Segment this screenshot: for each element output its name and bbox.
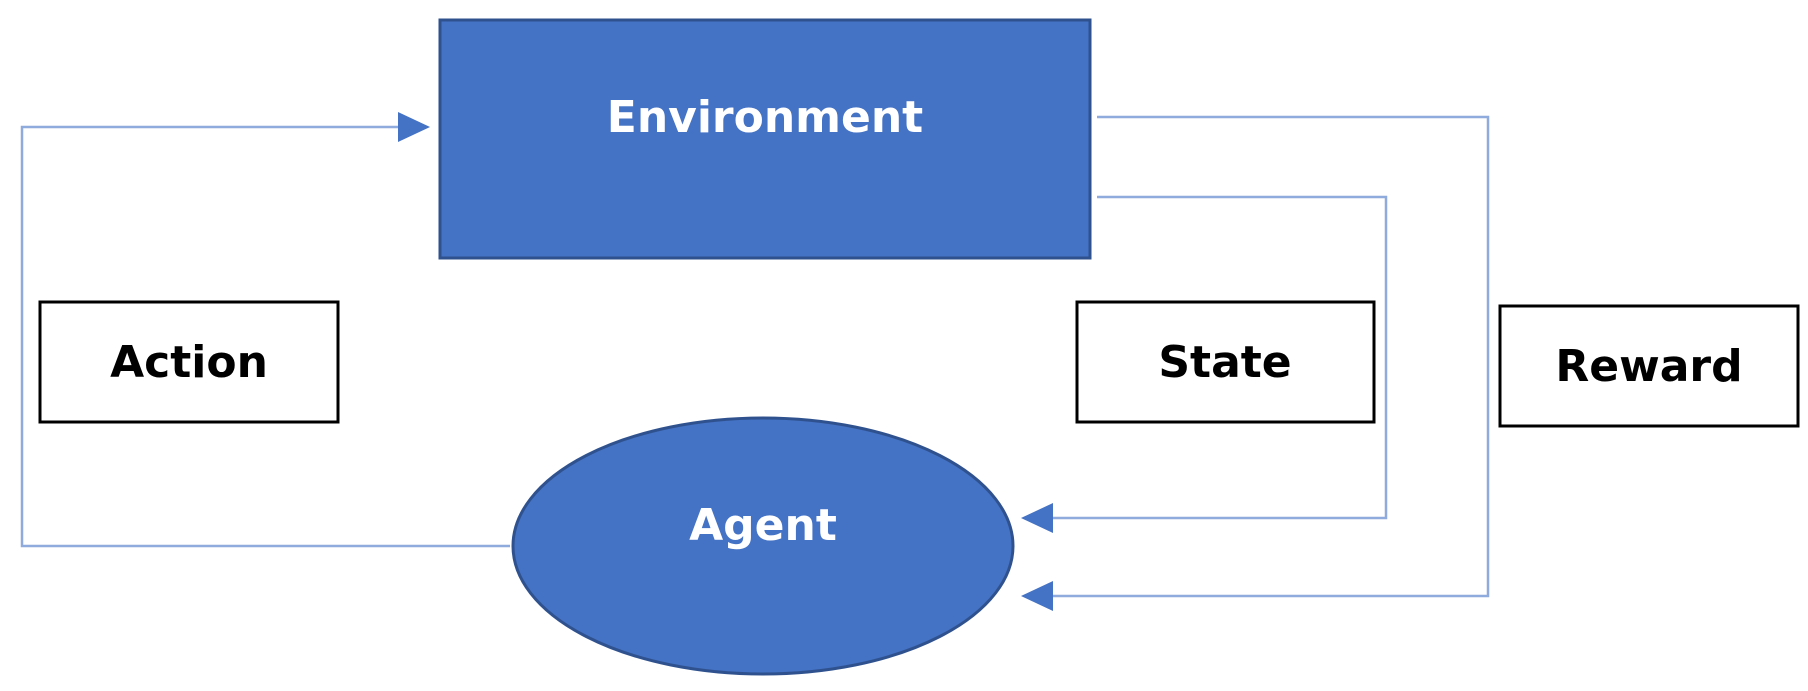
- environment-box: [438, 18, 1092, 260]
- action-arrowhead: [398, 112, 430, 142]
- reward-arrowhead: [1021, 581, 1053, 611]
- agent-label: Agent: [689, 500, 837, 551]
- environment-label: Environment: [607, 92, 923, 143]
- state-arrowhead: [1021, 503, 1053, 533]
- state-connector: [1021, 195, 1388, 533]
- action-line: [20, 125, 510, 548]
- agent-ellipse: [511, 416, 1015, 676]
- action-connector: [20, 112, 510, 548]
- action-box: [38, 300, 340, 424]
- reward-box: [1498, 304, 1800, 428]
- environment-node: Environment: [438, 18, 1092, 260]
- state-line: [1050, 195, 1388, 520]
- action-label: Action: [110, 337, 268, 388]
- reward-line: [1050, 115, 1490, 598]
- state-box: [1075, 300, 1376, 424]
- reward-label: Reward: [1555, 341, 1742, 392]
- reward-connector: [1021, 115, 1490, 611]
- state-label-box: State: [1075, 300, 1376, 424]
- reward-label-box: Reward: [1498, 304, 1800, 428]
- action-label-box: Action: [38, 300, 340, 424]
- state-label: State: [1158, 337, 1291, 388]
- agent-node: Agent: [511, 416, 1015, 676]
